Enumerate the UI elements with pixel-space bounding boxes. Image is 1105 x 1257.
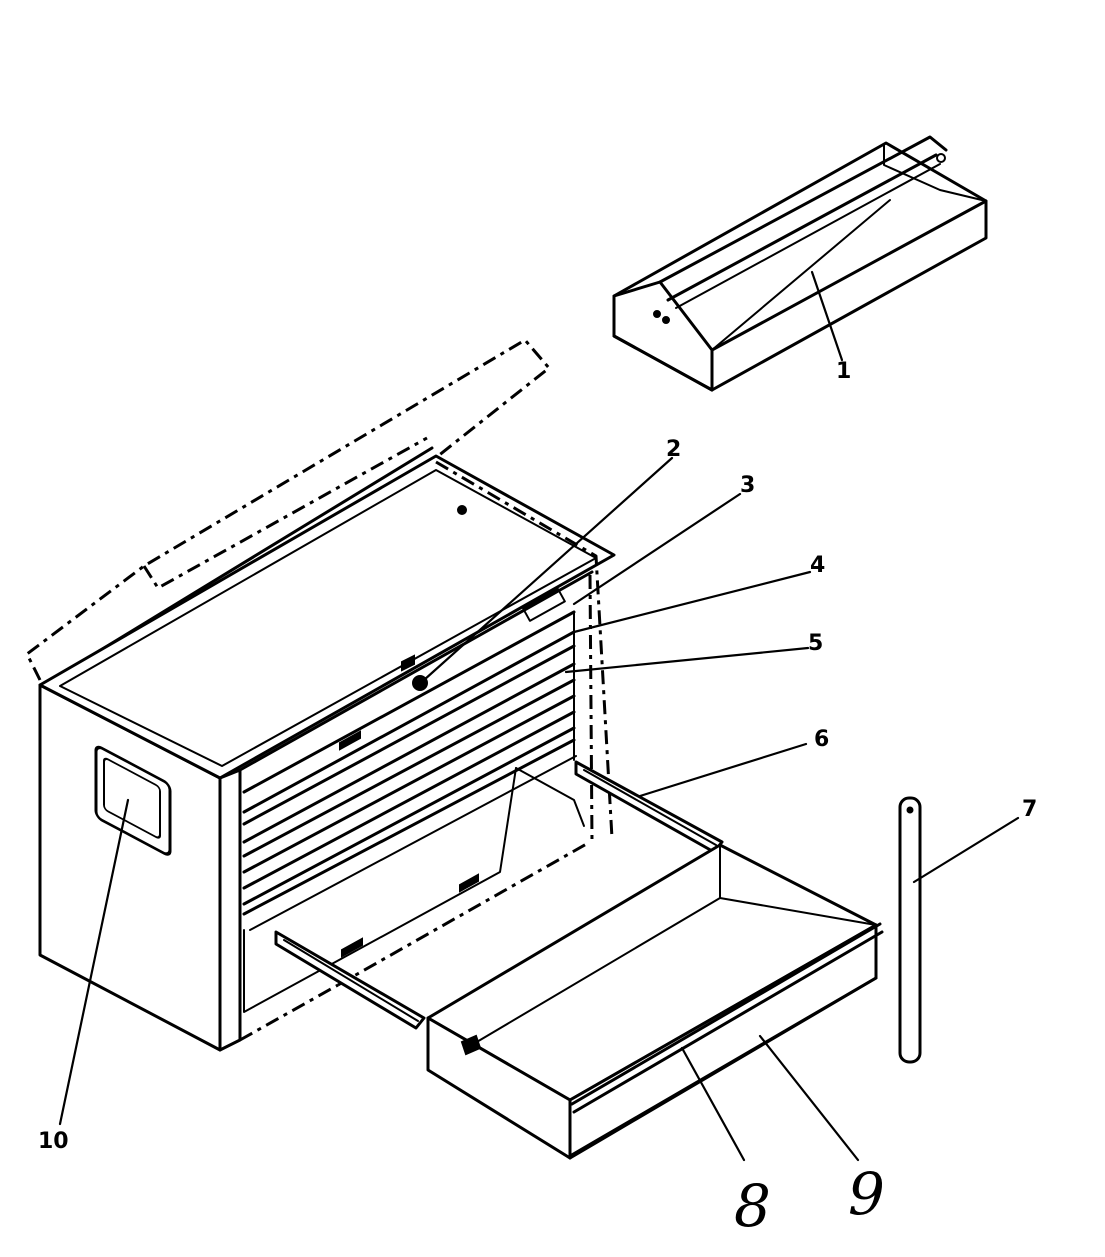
callout-10: 10: [38, 1129, 69, 1154]
chest-body: [38, 454, 616, 1052]
handwritten-labels: 8 9: [734, 1160, 885, 1240]
lock-bar: [898, 796, 922, 1064]
callout-3: 3: [740, 473, 755, 498]
callout-6: 6: [814, 727, 829, 752]
callout-5: 5: [808, 631, 823, 656]
callout-1: 1: [836, 359, 851, 384]
callout-2: 2: [666, 437, 681, 462]
handwritten-9: 9: [848, 1160, 885, 1228]
callout-7: 7: [1022, 797, 1037, 822]
callout-labels: 1 2 3 4 5 6 7 8 9 10: [38, 359, 1037, 1154]
leader-lines: [58, 270, 1020, 1162]
drawer: [426, 843, 884, 1160]
tote-tray: [612, 135, 988, 392]
callout-4: 4: [810, 553, 825, 578]
handwritten-8: 8: [734, 1172, 771, 1240]
